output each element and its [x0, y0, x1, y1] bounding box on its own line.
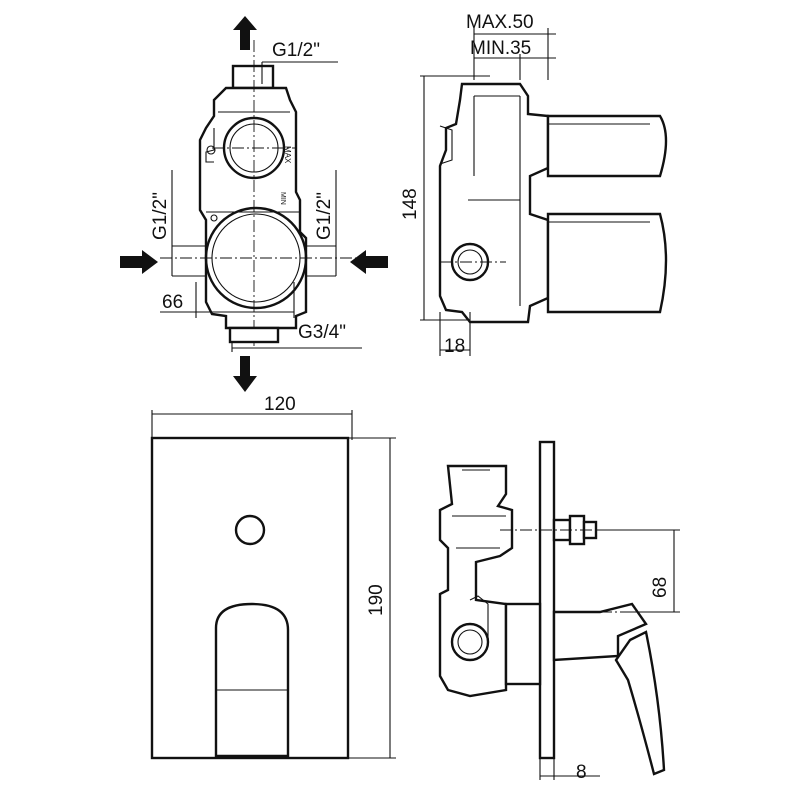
max-mark: MAX	[283, 146, 292, 164]
body-side-view: MAX.50 MIN.35 148 18	[400, 12, 668, 357]
body-front-view: MAX MIN G1/2" G1/2" G1/2" 66 G3/4"	[120, 16, 388, 392]
top-inlet-label: G1/2"	[272, 40, 320, 61]
handle-offset-label: 68	[650, 577, 671, 598]
height-148-label: 148	[400, 188, 421, 220]
plate-height-label: 190	[366, 584, 387, 616]
plate-width-label: 120	[264, 394, 296, 415]
max-depth-label: MAX.50	[466, 12, 534, 33]
outlet-label: G3/4"	[298, 322, 346, 343]
min-depth-label: MIN.35	[470, 38, 531, 59]
plate-front-view: 120 190	[150, 394, 396, 760]
depth-18-label: 18	[444, 336, 465, 357]
right-inlet-label: G1/2"	[314, 192, 335, 240]
plate-thickness-label: 8	[576, 762, 587, 783]
assembly-side-view: 8 68	[438, 440, 680, 783]
width-66-label: 66	[162, 292, 183, 313]
inlet-arrow-up-icon	[233, 16, 257, 50]
inlet-arrow-right-icon	[120, 250, 158, 274]
outlet-arrow-down-icon	[233, 356, 257, 392]
inlet-arrow-left-icon	[350, 250, 388, 274]
left-inlet-label: G1/2"	[150, 192, 171, 240]
min-mark: MIN	[279, 192, 286, 205]
